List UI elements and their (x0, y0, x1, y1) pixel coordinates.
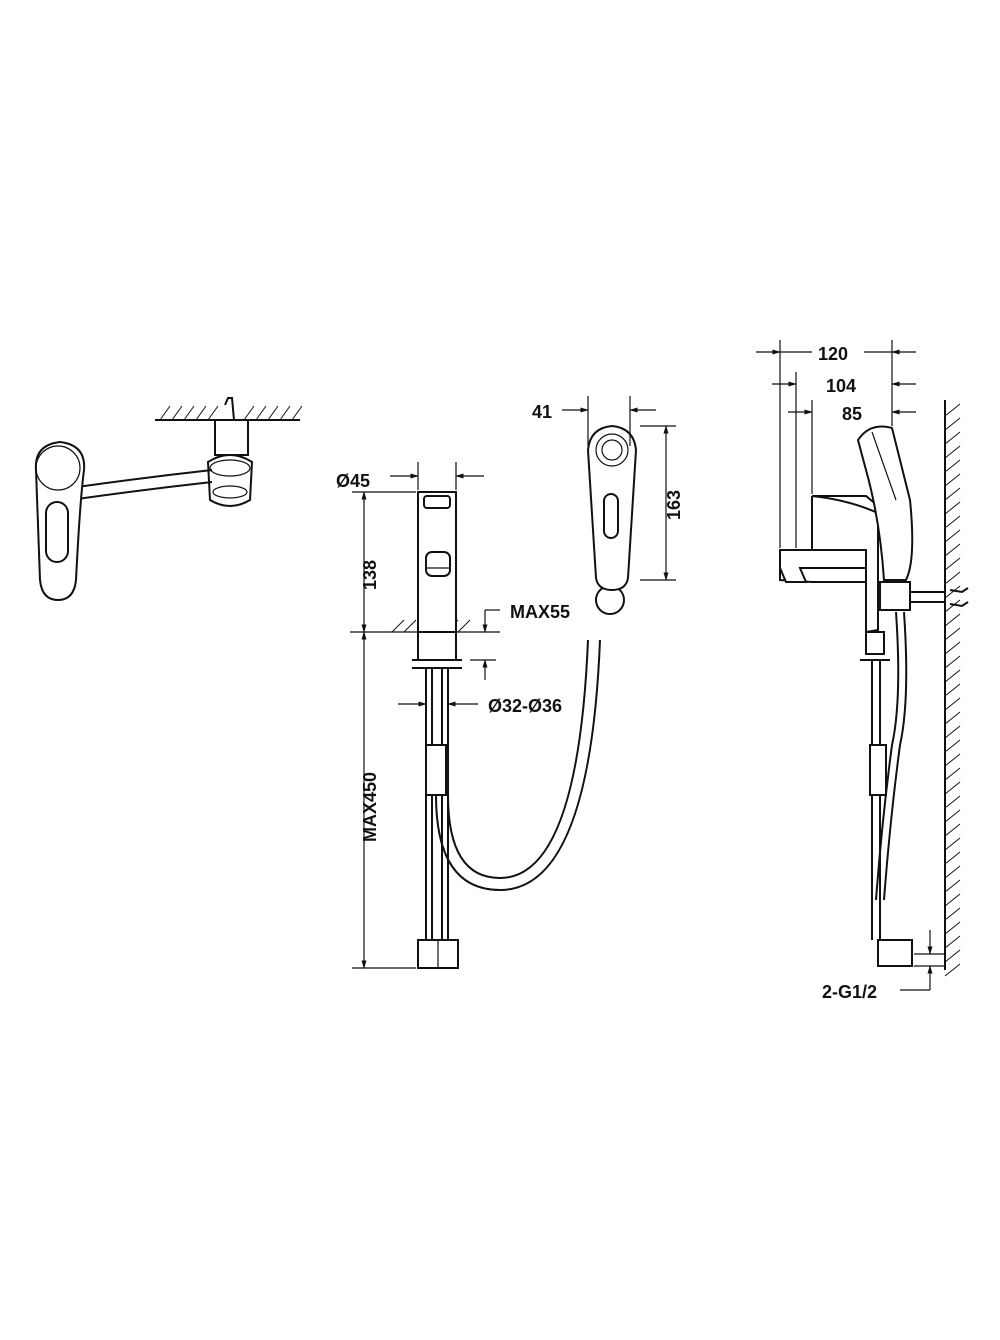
wall-hatch-line (944, 403, 961, 417)
wall-hatch-line (944, 529, 961, 543)
dim-width-85: 85 (842, 404, 862, 424)
dim-width-104: 104 (826, 376, 856, 396)
wall-hatch-line (944, 445, 961, 459)
wall-hatch-line (944, 767, 961, 781)
wall-hatch-line (944, 935, 961, 949)
wall-hatch-line (944, 739, 961, 753)
wall-hatch-line (944, 627, 961, 641)
wall-hatch-line (944, 865, 961, 879)
wall-hatch-line (944, 963, 961, 977)
dim-height-163: 163 (664, 490, 684, 520)
wall-hatch-line (944, 879, 961, 893)
dim-diameter-32-36: Ø32-Ø36 (488, 696, 562, 716)
wall-hatch-line (944, 669, 961, 683)
wall-hatch-line (944, 711, 961, 725)
wall-hatch-line (944, 459, 961, 473)
wall-hatch-line (944, 641, 961, 655)
dim-height-138: 138 (360, 560, 380, 590)
wall-hatch-line (944, 557, 961, 571)
dim-width-41: 41 (532, 402, 552, 422)
wall-hatch-line (944, 613, 961, 627)
dim-width-120: 120 (818, 344, 848, 364)
wall-hatch-line (944, 683, 961, 697)
wall-hatch-line (944, 851, 961, 865)
dim-max-450: MAX450 (360, 772, 380, 842)
wall-hatch-line (944, 431, 961, 445)
wall-hatch-line (944, 543, 961, 557)
dim-diameter-45: Ø45 (336, 471, 370, 491)
wall-hatch-line (944, 417, 961, 431)
dim-max-55: MAX55 (510, 602, 570, 622)
front-dimensions (352, 396, 676, 969)
wall-hatch-line (944, 655, 961, 669)
wall-hatch-line (944, 487, 961, 501)
dim-thread-2-g12: 2-G1/2 (822, 982, 877, 1002)
wall-hatch-line (944, 697, 961, 711)
front-view (350, 424, 638, 969)
wall-hatch-line (944, 599, 961, 613)
wall-hatch-line (944, 585, 961, 599)
side-dimensions (756, 340, 946, 991)
wall-hatch-line (944, 571, 961, 585)
wall-hatch-line (944, 949, 961, 963)
wall-hatch-line (944, 753, 961, 767)
wall-hatch-line (944, 795, 961, 809)
top-view (34, 397, 303, 602)
wall-hatch-line (944, 837, 961, 851)
wall-hatch-line (944, 823, 961, 837)
wall-hatch-line (944, 921, 961, 935)
wall-hatch-line (944, 781, 961, 795)
wall-hatch-line (944, 501, 961, 515)
side-view (779, 400, 969, 977)
wall-hatch-line (944, 893, 961, 907)
wall-hatch-line (944, 515, 961, 529)
wall-hatch-line (944, 907, 961, 921)
wall-hatch-line (944, 809, 961, 823)
wall-hatch-line (944, 725, 961, 739)
wall-hatch-line (944, 473, 961, 487)
